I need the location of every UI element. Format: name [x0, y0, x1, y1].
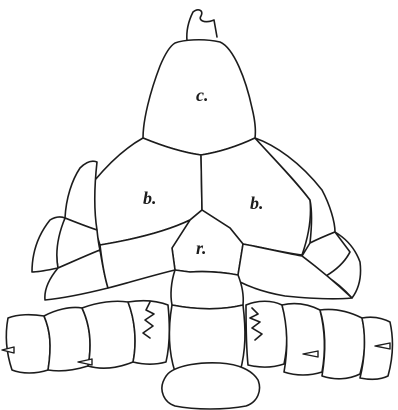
label-basal-plate-left: b. [143, 188, 157, 208]
arm-plate-left-4 [128, 301, 169, 364]
arm-plate-left-3 [82, 301, 135, 368]
arm-plate-right-3 [320, 309, 364, 378]
spine-left-outer [2, 347, 14, 353]
label-radial-plate: r. [196, 238, 207, 258]
label-basal-plate-right: b. [250, 193, 264, 213]
basal-lobe [162, 363, 260, 409]
arm-plate-right-1 [246, 301, 287, 367]
column-plate-upper [171, 270, 243, 309]
apical-tip [187, 10, 217, 41]
arm-plate-left-outer [6, 315, 50, 373]
label-central-plate: c. [196, 85, 209, 105]
arm-plate-right-2 [282, 304, 324, 375]
